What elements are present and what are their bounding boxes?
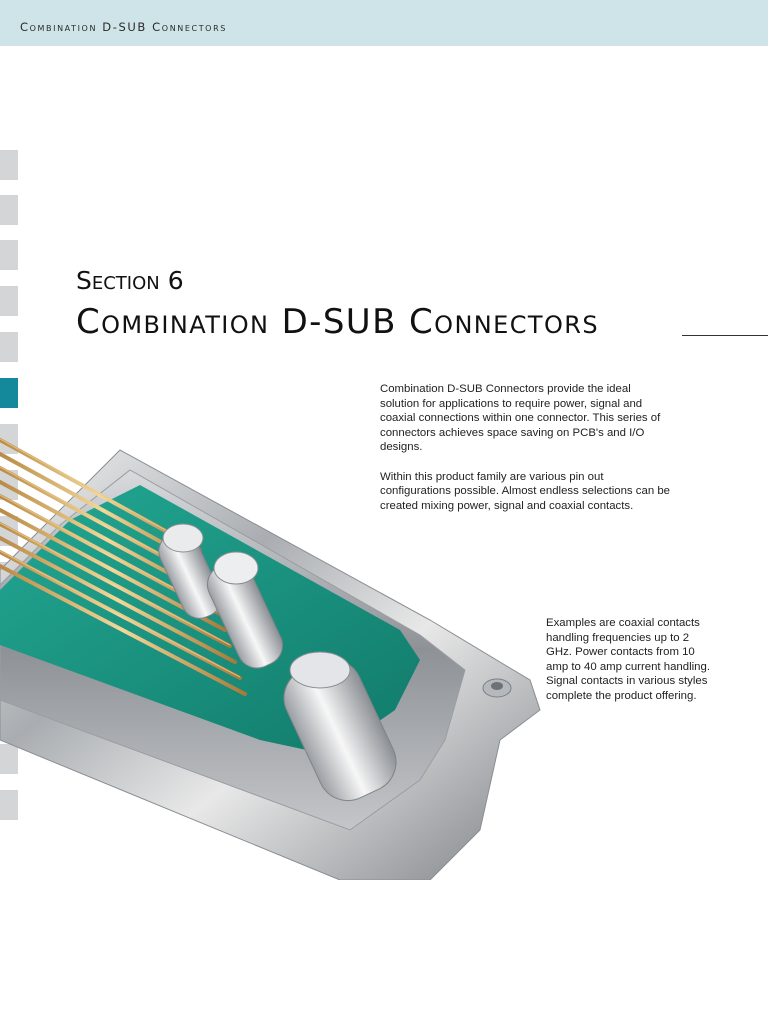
section-tab[interactable] <box>0 240 18 270</box>
section-tab-active[interactable] <box>0 378 18 408</box>
intro-text: Combination D-SUB Connectors provide the… <box>380 382 670 528</box>
connector-photo <box>0 438 541 880</box>
section-tab[interactable] <box>0 150 18 180</box>
section-tab[interactable] <box>0 790 18 820</box>
intro-paragraph: Within this product family are various p… <box>380 470 670 512</box>
section-tab[interactable] <box>0 195 18 225</box>
section-number: Section 6 <box>76 266 184 295</box>
section-title: Combination D-SUB Connectors <box>76 302 599 342</box>
section-tab[interactable] <box>0 286 18 316</box>
section-tab[interactable] <box>0 332 18 362</box>
running-header-title: Combination D-SUB Connectors <box>20 20 227 34</box>
running-header-band: Combination D-SUB Connectors <box>0 0 768 46</box>
title-rule <box>682 335 768 336</box>
examples-text: Examples are coaxial contacts handling f… <box>546 617 710 702</box>
section-tab[interactable] <box>0 744 18 774</box>
intro-paragraph: Combination D-SUB Connectors provide the… <box>380 383 661 454</box>
